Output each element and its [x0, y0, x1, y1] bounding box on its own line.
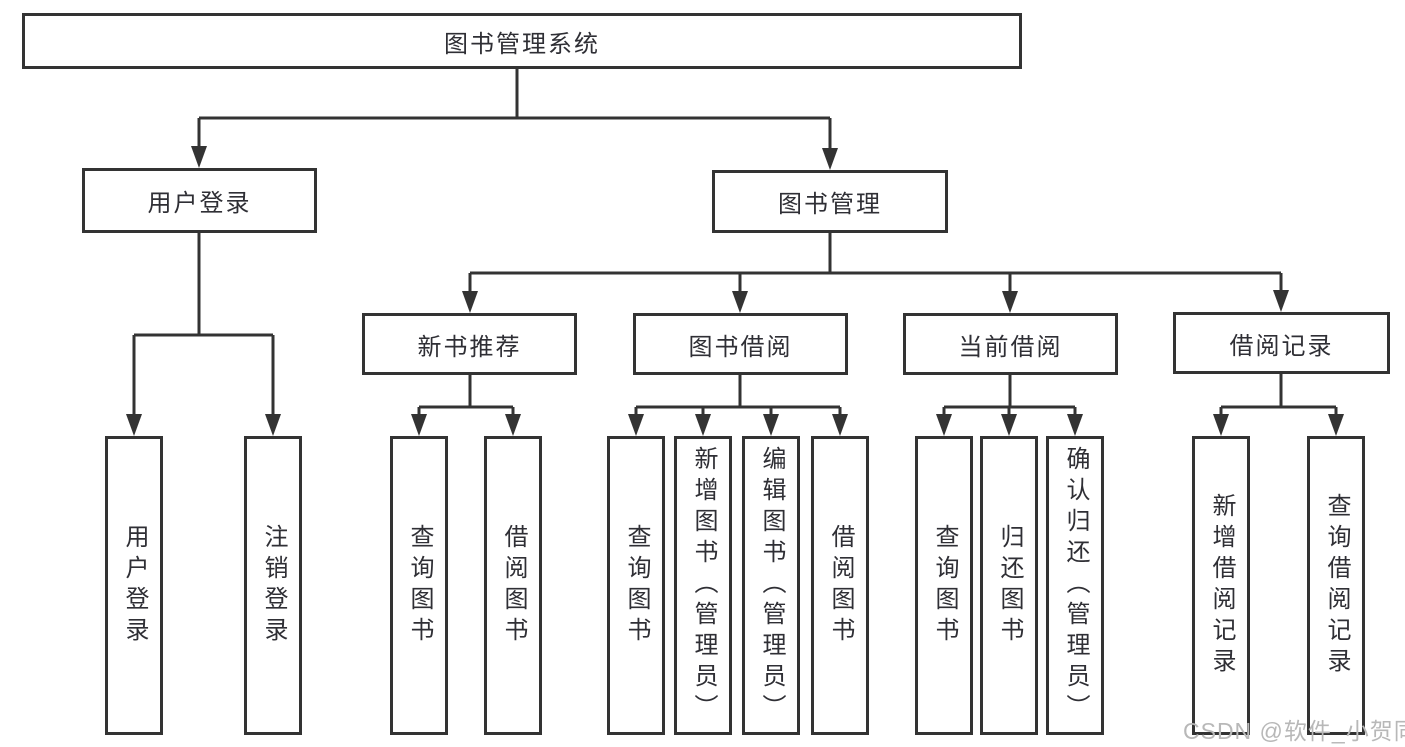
node-label: 图书管理系统: [444, 30, 600, 58]
watermark: CSDN @软件_小贺同学: [1183, 718, 1405, 744]
leaf-add-borrow-record: 新增借阅记录: [1192, 436, 1250, 735]
node-label: 查询图书: [931, 523, 958, 648]
leaf-query-borrow-record: 查询借阅记录: [1307, 436, 1365, 735]
node-label: 图书管理: [778, 191, 882, 218]
connector-lines: [132, 69, 1338, 418]
leaf-query-book-2: 查询图书: [607, 436, 665, 735]
node-label: 查询图书: [623, 523, 650, 648]
node-label: 注销登录: [260, 523, 287, 648]
node-new-book-recommend: 新书推荐: [362, 313, 577, 375]
arrowhead-icons: [126, 146, 1344, 436]
node-book-management: 图书管理: [712, 170, 948, 233]
node-label: 新书推荐: [417, 333, 522, 361]
leaf-query-book-3: 查询图书: [915, 436, 973, 735]
node-label: 借阅记录: [1229, 332, 1334, 360]
leaf-logout: 注销登录: [244, 436, 302, 735]
node-system-root: 图书管理系统: [22, 13, 1022, 69]
node-label: 确认归还（管理员）: [1062, 446, 1089, 725]
node-book-borrow: 图书借阅: [633, 313, 848, 375]
node-borrow-record: 借阅记录: [1173, 312, 1390, 374]
node-label: 图书借阅: [688, 333, 793, 361]
leaf-return-book: 归还图书: [980, 436, 1038, 735]
node-label: 当前借阅: [958, 333, 1063, 361]
node-label: 编辑图书（管理员）: [758, 446, 785, 725]
leaf-borrow-book-1: 借阅图书: [484, 436, 542, 735]
node-label: 新增图书（管理员）: [690, 446, 717, 725]
leaf-borrow-book-2: 借阅图书: [811, 436, 869, 735]
node-label: 查询图书: [406, 523, 433, 648]
leaf-edit-book-admin: 编辑图书（管理员）: [742, 436, 800, 735]
node-label: 用户登录: [121, 523, 148, 648]
node-user-login: 用户登录: [82, 168, 317, 233]
node-label: 归还图书: [996, 523, 1023, 648]
node-label: 新增借阅记录: [1208, 492, 1235, 679]
leaf-user-login: 用户登录: [105, 436, 163, 735]
leaf-add-book-admin: 新增图书（管理员）: [674, 436, 732, 735]
node-label: 查询借阅记录: [1323, 492, 1350, 679]
node-current-borrow: 当前借阅: [903, 313, 1118, 375]
leaf-query-book-1: 查询图书: [390, 436, 448, 735]
node-label: 借阅图书: [827, 523, 854, 648]
leaf-confirm-return-admin: 确认归还（管理员）: [1046, 436, 1104, 735]
node-label: 借阅图书: [500, 523, 527, 648]
node-label: 用户登录: [147, 190, 252, 217]
